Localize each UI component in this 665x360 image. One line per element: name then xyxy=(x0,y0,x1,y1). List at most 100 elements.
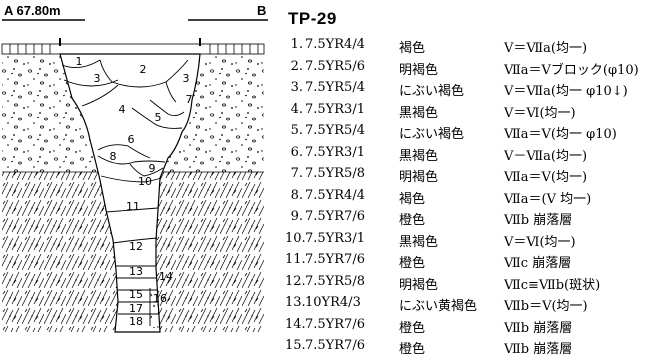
munsell-code: 7.5YR3/1 xyxy=(305,230,365,246)
layer-label: 7 xyxy=(186,93,193,106)
soil-color: 褐色 xyxy=(399,41,426,56)
layer-label: 9 xyxy=(149,162,156,175)
list-item: 4. 7.5YR3/1 黒褐色 V＝Ⅵ(均一) xyxy=(285,102,665,124)
layer-label: 8 xyxy=(110,150,117,163)
munsell-code: 7.5YR5/4 xyxy=(305,123,365,138)
list-item: 6. 7.5YR3/1 黒褐色 V－Ⅶa(均一) xyxy=(285,145,665,167)
layer-number: 1. xyxy=(290,37,303,52)
layer-label: 11 xyxy=(126,200,140,213)
section-left-label: A 67.80m xyxy=(4,3,61,18)
layer-number: 9. xyxy=(290,209,303,224)
soil-color: 橙色 xyxy=(399,213,426,228)
layer-number: 7. xyxy=(290,166,303,181)
munsell-code: 7.5YR5/6 xyxy=(305,58,365,74)
layer-label: 15 xyxy=(129,288,143,301)
layer-number: 15. xyxy=(285,338,306,353)
layer-number: 10. xyxy=(285,230,306,246)
munsell-code: 7.5YR5/8 xyxy=(305,166,365,181)
munsell-code: 7.5YR3/1 xyxy=(305,144,365,160)
layer-number: 8. xyxy=(290,187,303,203)
layer-number: 6. xyxy=(290,144,303,160)
soil-color: にぶい黄褐色 xyxy=(399,299,478,314)
munsell-code: 10YR4/3 xyxy=(305,295,361,310)
soil-color: 橙色 xyxy=(399,342,426,357)
list-item: 1. 7.5YR4/4 褐色 V＝Ⅶa(均一) xyxy=(285,37,665,59)
layer-label: 3 xyxy=(183,72,190,85)
soil-color: 明褐色 xyxy=(399,277,439,293)
layer-note: V－Ⅶa(均一) xyxy=(504,148,588,164)
munsell-code: 7.5YR7/6 xyxy=(305,338,365,353)
layer-note: Ⅶa＝V(均一 φ10) xyxy=(504,127,617,142)
layer-label: 10 xyxy=(138,175,152,188)
soil-color: 橙色 xyxy=(399,256,426,271)
layer-label: 4 xyxy=(119,103,126,116)
layer-number: 2. xyxy=(290,58,303,74)
layer-number: 13. xyxy=(285,295,306,310)
munsell-code: 7.5YR3/1 xyxy=(305,101,365,117)
pit-title: TP-29 xyxy=(288,9,337,28)
layer-note: V＝Ⅶa(均一) xyxy=(504,41,588,56)
soil-color: 黒褐色 xyxy=(399,148,439,164)
layer-note: Ⅶa＝V(均一) xyxy=(504,170,588,185)
list-item: 12. 7.5YR5/8 明褐色 Ⅶc≡Ⅶb(斑状) xyxy=(285,274,665,296)
soil-color: 明褐色 xyxy=(399,170,439,185)
layer-note: Ⅶb＝V(均一) xyxy=(504,299,588,314)
layer-note: V＝Ⅵ(均一) xyxy=(504,105,576,121)
layer-number: 12. xyxy=(285,273,306,289)
soil-color: 橙色 xyxy=(399,320,426,336)
soil-color: 褐色 xyxy=(399,191,426,207)
list-item: 5. 7.5YR5/4 にぶい褐色 Ⅶa＝V(均一 φ10) xyxy=(285,123,665,145)
munsell-code: 7.5YR7/6 xyxy=(305,209,365,224)
layer-label: 2 xyxy=(140,63,147,76)
munsell-code: 7.5YR5/8 xyxy=(305,273,365,289)
layer-label: 12 xyxy=(129,240,143,253)
list-item: 3. 7.5YR5/4 にぶい褐色 V＝Ⅶa(均一 φ10↓) xyxy=(285,80,665,102)
layer-note: Ⅶa＝Vブロック(φ10) xyxy=(504,62,639,78)
layer-note: Ⅶb 崩落層 xyxy=(504,213,573,228)
layer-label: 3 xyxy=(94,72,101,85)
layer-note: Ⅶa＝(V 均一) xyxy=(504,191,592,207)
layer-number-labels: 1 2 3 3 4 5 6 7 8 9 10 11 12 13 14 15 16… xyxy=(76,55,193,328)
layer-number: 11. xyxy=(285,252,306,267)
layer-note: V＝Ⅶa(均一 φ10↓) xyxy=(504,84,628,99)
layer-label: 5 xyxy=(155,111,162,124)
munsell-code: 7.5YR7/6 xyxy=(305,316,365,332)
surface-vegetation-layer xyxy=(1,43,265,55)
soil-color: にぶい褐色 xyxy=(399,127,465,142)
list-item: 13. 10YR4/3 にぶい黄褐色 Ⅶb＝V(均一) xyxy=(285,295,665,317)
layer-note: Ⅶc≡Ⅶb(斑状) xyxy=(504,277,601,293)
section-right-label: B xyxy=(257,3,267,18)
layer-label: 16 xyxy=(153,292,167,305)
layer-number: 4. xyxy=(290,101,303,117)
list-item: 2. 7.5YR5/6 明褐色 Ⅶa＝Vブロック(φ10) xyxy=(285,59,665,81)
layer-number: 3. xyxy=(290,80,303,95)
layer-note: Ⅶb 崩落層 xyxy=(504,342,573,357)
layer-number: 5. xyxy=(290,123,303,138)
list-item: 7. 7.5YR5/8 明褐色 Ⅶa＝V(均一) xyxy=(285,166,665,188)
layer-label: 18 xyxy=(129,315,143,328)
layer-label: 14 xyxy=(159,270,173,283)
list-item: 8. 7.5YR4/4 褐色 Ⅶa＝(V 均一) xyxy=(285,188,665,210)
layer-boundaries xyxy=(61,59,189,326)
layer-label: 6 xyxy=(128,133,135,146)
munsell-code: 7.5YR4/4 xyxy=(305,187,365,203)
soil-color: 黒褐色 xyxy=(399,105,439,121)
munsell-code: 7.5YR5/4 xyxy=(305,80,365,95)
surface-markers xyxy=(59,38,201,46)
soil-color: 黒褐色 xyxy=(399,234,439,250)
layer-label: 17 xyxy=(129,302,143,315)
pit-section-figure: A 67.80m B xyxy=(0,0,270,348)
layer-note: Ⅶc 崩落層 xyxy=(504,256,572,271)
layer-description-list: TP-29 1. 7.5YR4/4 褐色 V＝Ⅶa(均一) 2. 7.5YR5/… xyxy=(285,0,665,357)
munsell-code: 7.5YR4/4 xyxy=(305,37,365,52)
soil-color: にぶい褐色 xyxy=(399,84,465,99)
list-item: 10. 7.5YR3/1 黒褐色 V＝Ⅵ(均一) xyxy=(285,231,665,253)
layer-label: 1 xyxy=(76,55,83,68)
munsell-code: 7.5YR7/6 xyxy=(305,252,365,267)
layer-number: 14. xyxy=(285,316,306,332)
layer-note: V＝Ⅵ(均一) xyxy=(504,234,576,250)
list-item: 15. 7.5YR7/6 橙色 Ⅶb 崩落層 xyxy=(285,338,665,360)
list-item: 11. 7.5YR7/6 橙色 Ⅶc 崩落層 xyxy=(285,252,665,274)
layer-note: Ⅶb 崩落層 xyxy=(504,320,573,336)
soil-color: 明褐色 xyxy=(399,62,439,78)
